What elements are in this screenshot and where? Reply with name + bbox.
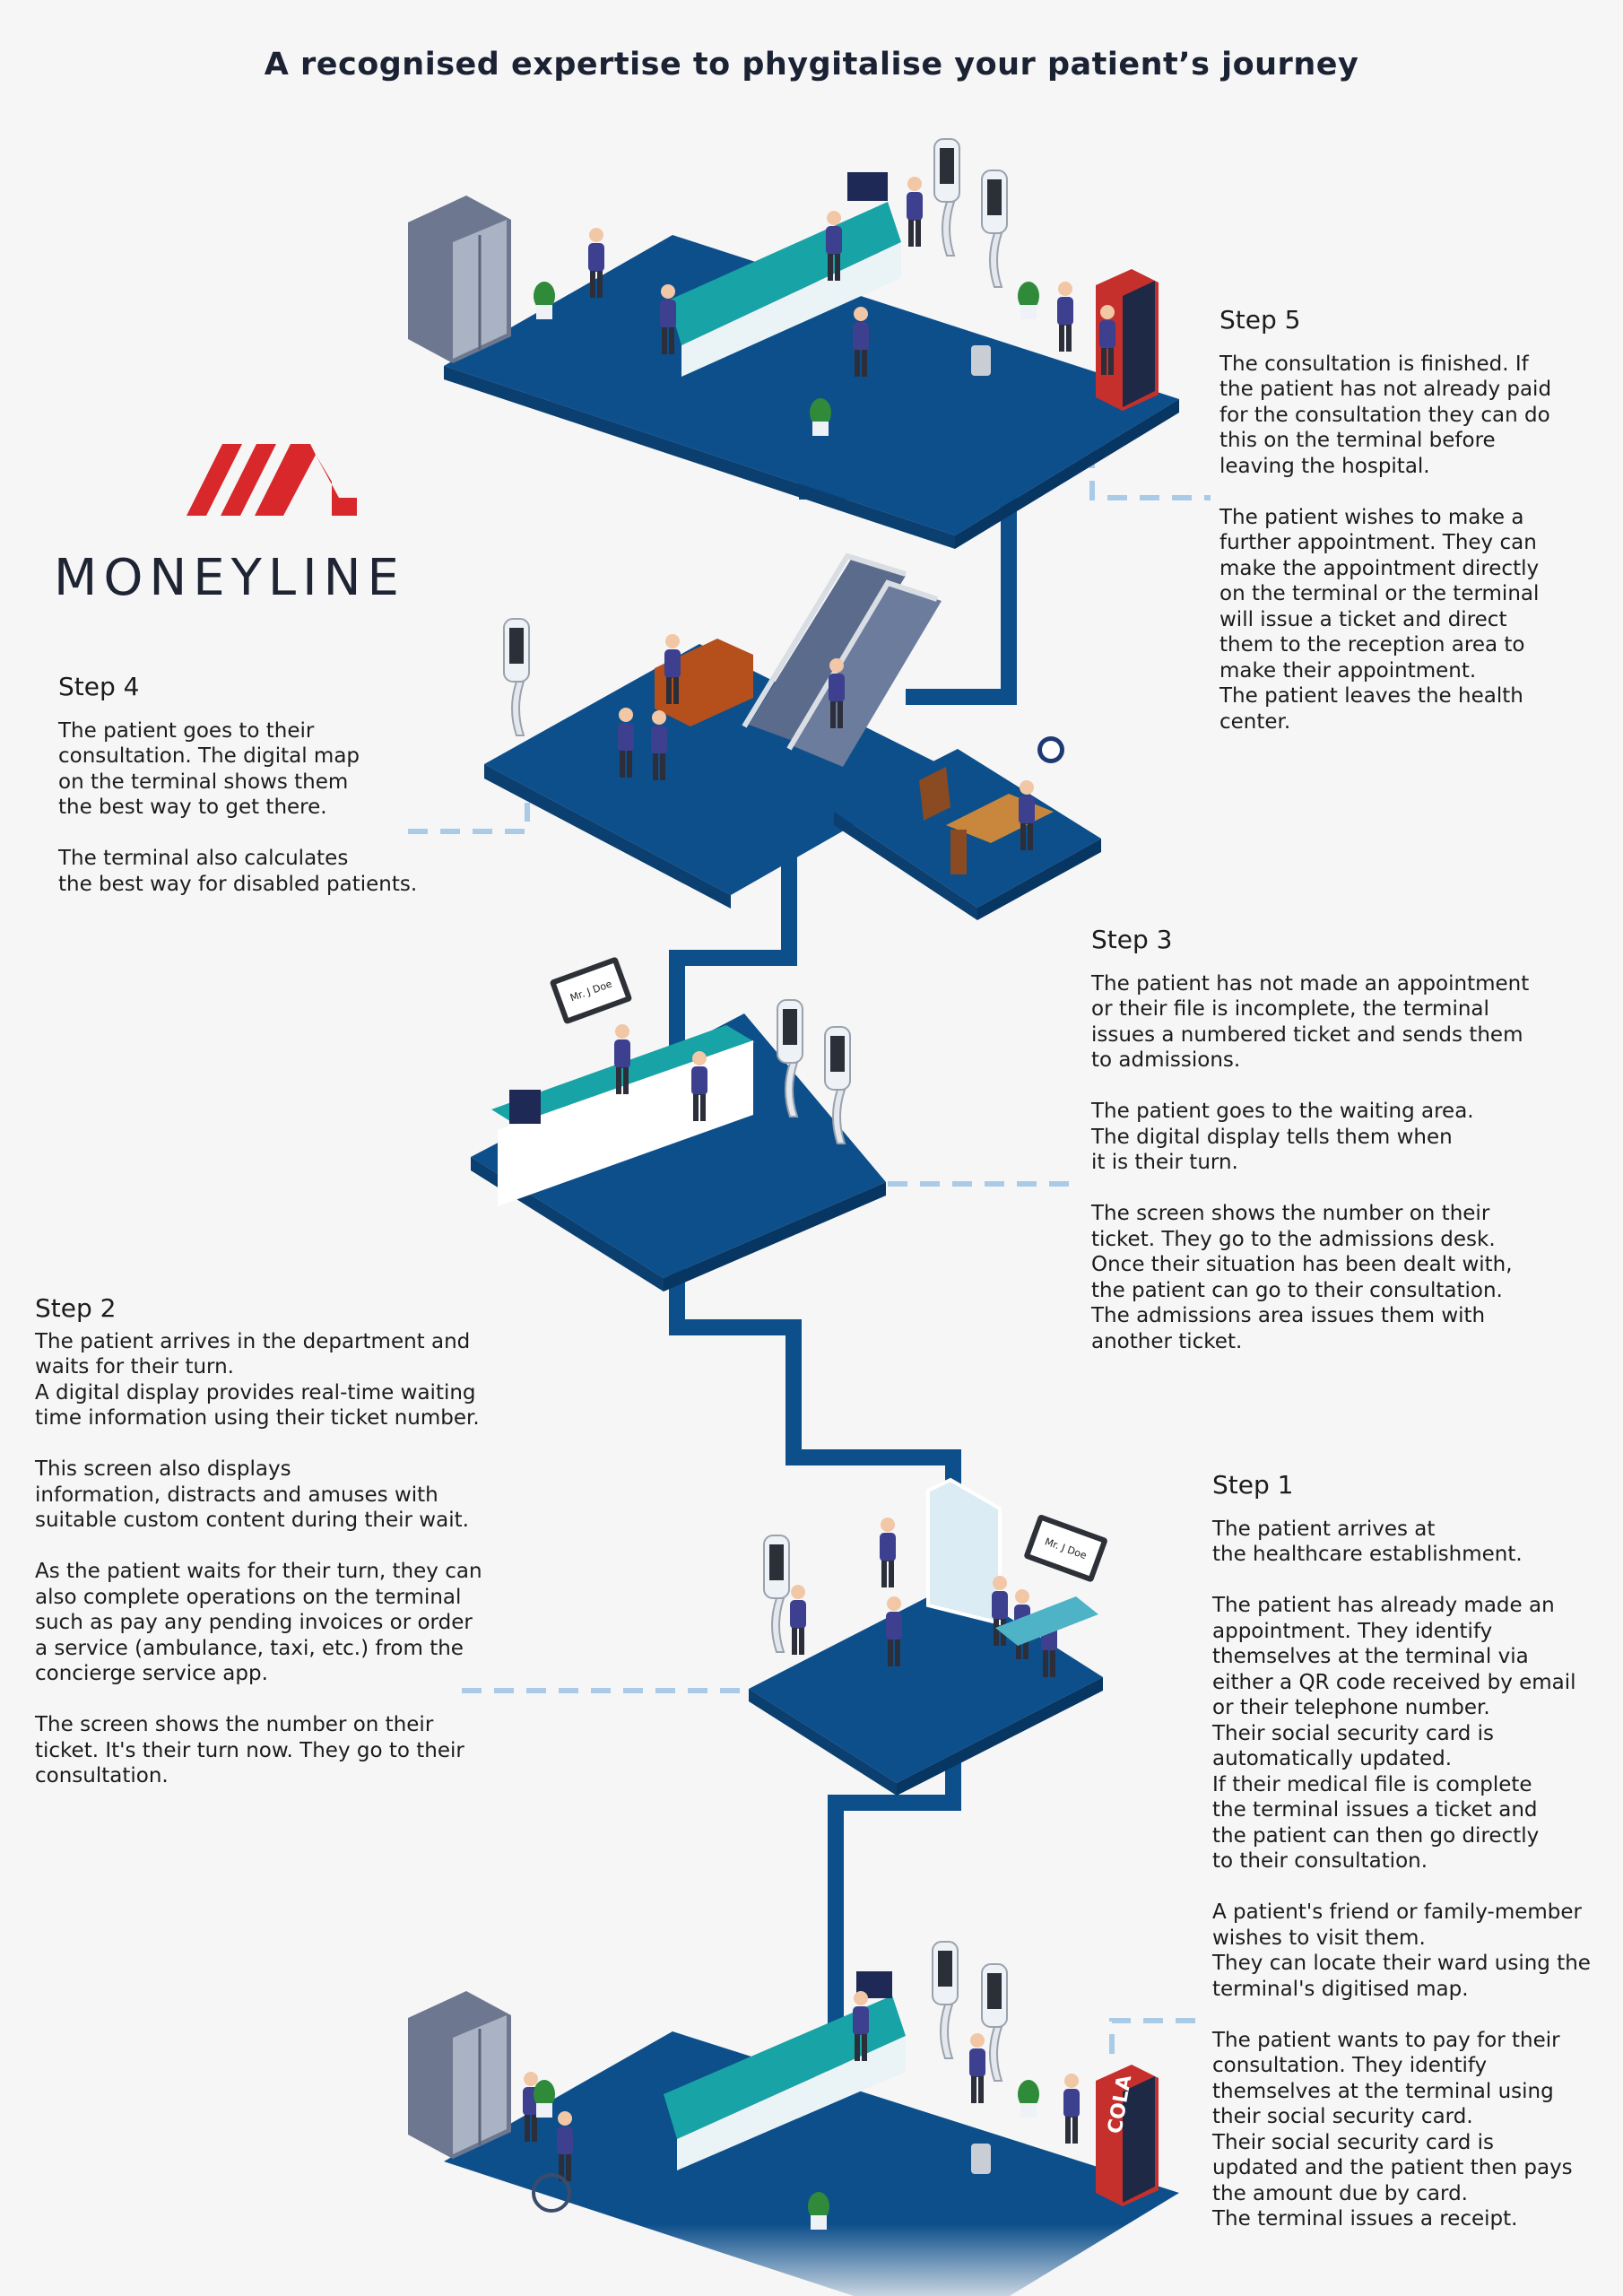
step4-paragraph-1: The patient goes to their consultation. …: [58, 718, 360, 820]
step4-heading: Step 4: [58, 672, 140, 701]
step2-paragraph-4: The screen shows the number on their tic…: [35, 1713, 464, 1787]
step4-paragraph-2: The terminal also calculates the best wa…: [58, 847, 418, 896]
step1-paragraph-2: The patient has already made an appointm…: [1212, 1594, 1576, 1873]
step4-text: Step 4 The patient goes to their consult…: [58, 674, 471, 897]
step2-text: Step 2 The patient arrives in the depart…: [35, 1293, 537, 1789]
scene-step1: Mr. J Doe: [749, 1477, 1107, 1796]
step5-paragraph-1: The consultation is finished. If the pat…: [1219, 352, 1552, 478]
step5-heading: Step 5: [1219, 305, 1301, 335]
scene-step4: [484, 552, 1101, 920]
step1-paragraph-1: The patient arrives at the healthcare es…: [1212, 1517, 1523, 1567]
moneyline-logo-mark: [187, 444, 357, 516]
step2-heading: Step 2: [35, 1293, 117, 1323]
step1-text: Step 1 The patient arrives at the health…: [1212, 1470, 1616, 2232]
step2-paragraph-1: The patient arrives in the department an…: [35, 1329, 480, 1431]
step1-heading: Step 1: [1212, 1470, 1294, 1500]
step2-paragraph-3: As the patient waits for their turn, the…: [35, 1560, 482, 1685]
step5-text: Step 5 The consultation is finished. If …: [1219, 305, 1605, 735]
brand-wordmark: MONEYLINE: [54, 549, 405, 607]
step1-paragraph-4: The patient wants to pay for their consu…: [1212, 2028, 1573, 2231]
step3-paragraph-3: The screen shows the number on their tic…: [1091, 1202, 1513, 1353]
step2-paragraph-2: This screen also displays information, d…: [35, 1457, 469, 1532]
step3-paragraph-2: The patient goes to the waiting area. Th…: [1091, 1100, 1474, 1174]
step5-paragraph-2: The patient wishes to make a further app…: [1219, 505, 1540, 734]
scene-step3: Mr. J Doe: [471, 957, 886, 1292]
page-title: A recognised expertise to phygitalise yo…: [264, 47, 1359, 83]
step3-text: Step 3 The patient has not made an appoi…: [1091, 925, 1611, 1354]
step3-paragraph-1: The patient has not made an appointment …: [1091, 971, 1530, 1073]
step3-heading: Step 3: [1091, 925, 1173, 954]
scene-step5: [408, 138, 1179, 549]
step1-paragraph-3: A patient's friend or family-member wish…: [1212, 1900, 1591, 2001]
